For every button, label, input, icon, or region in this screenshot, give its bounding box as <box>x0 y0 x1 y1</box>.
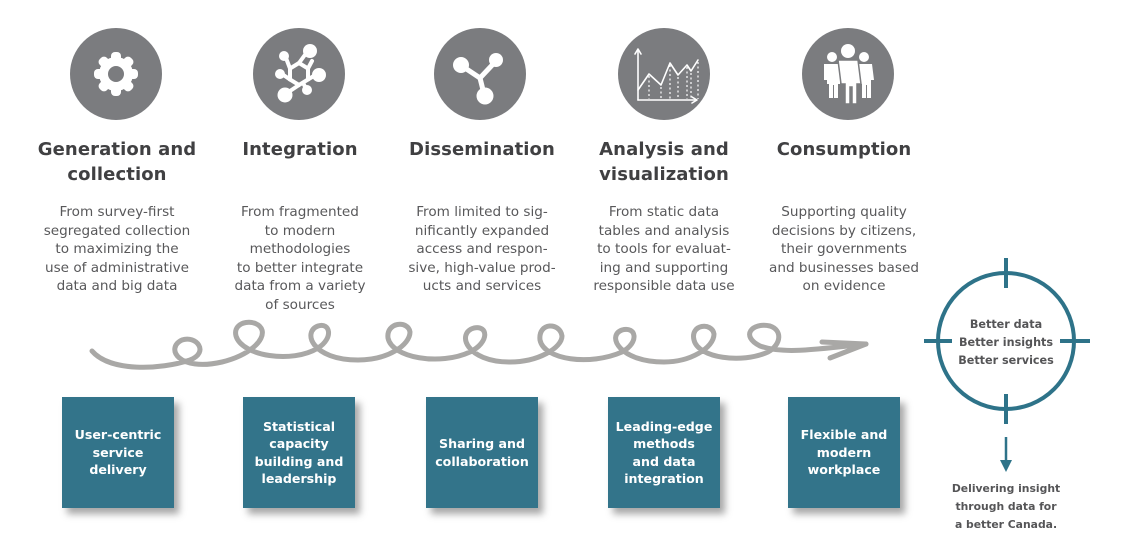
pillar-label-line: integration <box>624 471 704 486</box>
target-line: Better insights <box>958 336 1054 349</box>
heading-line: Generation and <box>37 139 197 160</box>
target-line: Better data <box>969 318 1043 331</box>
description-line: use of administrative <box>44 259 190 276</box>
tagline-line: Delivering insight <box>951 482 1061 495</box>
description-line: From fragmented <box>241 204 359 220</box>
pillar-box-statistical-capacity: Statistical capacity building and leader… <box>243 397 355 508</box>
network-hub-icon <box>253 28 345 120</box>
heading-line: visualization <box>599 164 729 185</box>
description-line: to tools for evaluat- <box>597 241 731 258</box>
pillar-box-leading-edge-methods: Leading-edge methods and data integratio… <box>608 397 720 508</box>
pillar-label: Leading-edge methods and data integratio… <box>616 418 713 488</box>
stage-heading: Integration <box>210 137 390 162</box>
pillar-label-line: collaboration <box>435 453 529 469</box>
description-line: segregated collection <box>43 222 191 239</box>
stage-heading: Consumption <box>754 137 934 162</box>
share-nodes-icon <box>434 28 526 120</box>
description-line: ucts and services <box>422 278 542 295</box>
description-line: their governments <box>781 241 907 258</box>
heading-line: Analysis and <box>599 139 729 160</box>
description-line: to maximizing the <box>55 241 179 258</box>
pillar-label-line: User-centric <box>74 427 162 443</box>
down-arrow-icon <box>1000 437 1012 472</box>
stage-heading: Generation and collection <box>27 137 207 187</box>
stage-description: From static data tables and analysis to … <box>574 203 754 296</box>
description-line: on evidence <box>802 278 886 295</box>
pillar-box-flexible-workplace: Flexible and modern workplace <box>788 397 900 508</box>
pillar-label-line: capacity <box>269 436 329 451</box>
description-line: ing and supporting <box>599 259 729 276</box>
description-line: nificantly expanded <box>414 222 550 239</box>
pillar-label-line: Sharing and <box>439 436 525 451</box>
heading-line: Dissemination <box>409 139 555 160</box>
pillar-label: Sharing and collaboration <box>435 435 529 470</box>
description-line: methodologies <box>249 241 351 258</box>
description-line: access and respon- <box>416 241 548 258</box>
target-line: Better services <box>958 354 1054 367</box>
spiral-arrowhead <box>819 339 869 361</box>
tagline-line: through data for <box>955 500 1057 513</box>
description-line: and businesses based <box>769 259 919 276</box>
stage-description: From survey-first segregated collection … <box>27 203 207 296</box>
pillar-box-sharing-collaboration: Sharing and collaboration <box>426 397 538 508</box>
description-line: From limited to sig- <box>416 204 548 220</box>
target-statements: Better data Better insights Better servi… <box>940 316 1072 370</box>
description-line: to better integrate <box>236 259 364 276</box>
target-crosshair <box>924 258 1090 424</box>
pillar-label: Flexible and modern workplace <box>801 426 888 479</box>
gear-icon <box>70 28 162 120</box>
pillar-label-line: service <box>92 444 144 460</box>
description-line: sive, high-value prod- <box>408 259 556 276</box>
stage-description: Supporting quality decisions by citizens… <box>754 203 934 296</box>
pillar-label: Statistical capacity building and leader… <box>255 418 344 488</box>
line-chart-icon <box>618 28 710 120</box>
pillar-label-line: building and <box>254 453 344 469</box>
pillar-label-line: leadership <box>261 471 337 486</box>
description-line: Supporting quality <box>781 204 907 220</box>
stage-description: From fragmented to modern methodologies … <box>210 203 390 315</box>
pillar-label-line: workplace <box>807 462 881 478</box>
description-line: data and big data <box>56 278 178 295</box>
description-line: of sources <box>265 296 335 313</box>
pillar-label-line: modern <box>816 444 872 460</box>
description-line: tables and analysis <box>598 222 730 239</box>
description-line: to modern <box>264 222 336 239</box>
description-line: From static data <box>608 204 720 220</box>
description-line: From survey-first <box>59 204 175 220</box>
description-line: decisions by citizens, <box>771 222 917 239</box>
heading-line: collection <box>67 164 167 185</box>
tagline-line: a better Canada. <box>954 518 1058 531</box>
people-group-icon <box>802 28 894 120</box>
pillar-label-line: and data <box>632 453 696 469</box>
heading-line: Integration <box>242 139 358 160</box>
heading-line: Consumption <box>776 139 912 160</box>
stage-description: From limited to sig- nificantly expanded… <box>392 203 572 296</box>
pillar-label-line: methods <box>633 436 695 451</box>
description-line: data from a variety <box>234 278 366 295</box>
pillar-label-line: Statistical <box>262 418 336 434</box>
pillar-label-line: Leading-edge <box>615 418 713 434</box>
pillar-label-line: Flexible and <box>800 427 888 443</box>
description-line: responsible data use <box>593 278 735 295</box>
stage-heading: Dissemination <box>392 137 572 162</box>
tagline: Delivering insight through data for a be… <box>940 480 1072 534</box>
pillar-label: User-centric service delivery <box>75 426 162 479</box>
spiral-arrow <box>89 319 869 370</box>
pillar-box-user-centric: User-centric service delivery <box>62 397 174 508</box>
stage-heading: Analysis and visualization <box>574 137 754 187</box>
pillar-label-line: delivery <box>89 462 147 478</box>
